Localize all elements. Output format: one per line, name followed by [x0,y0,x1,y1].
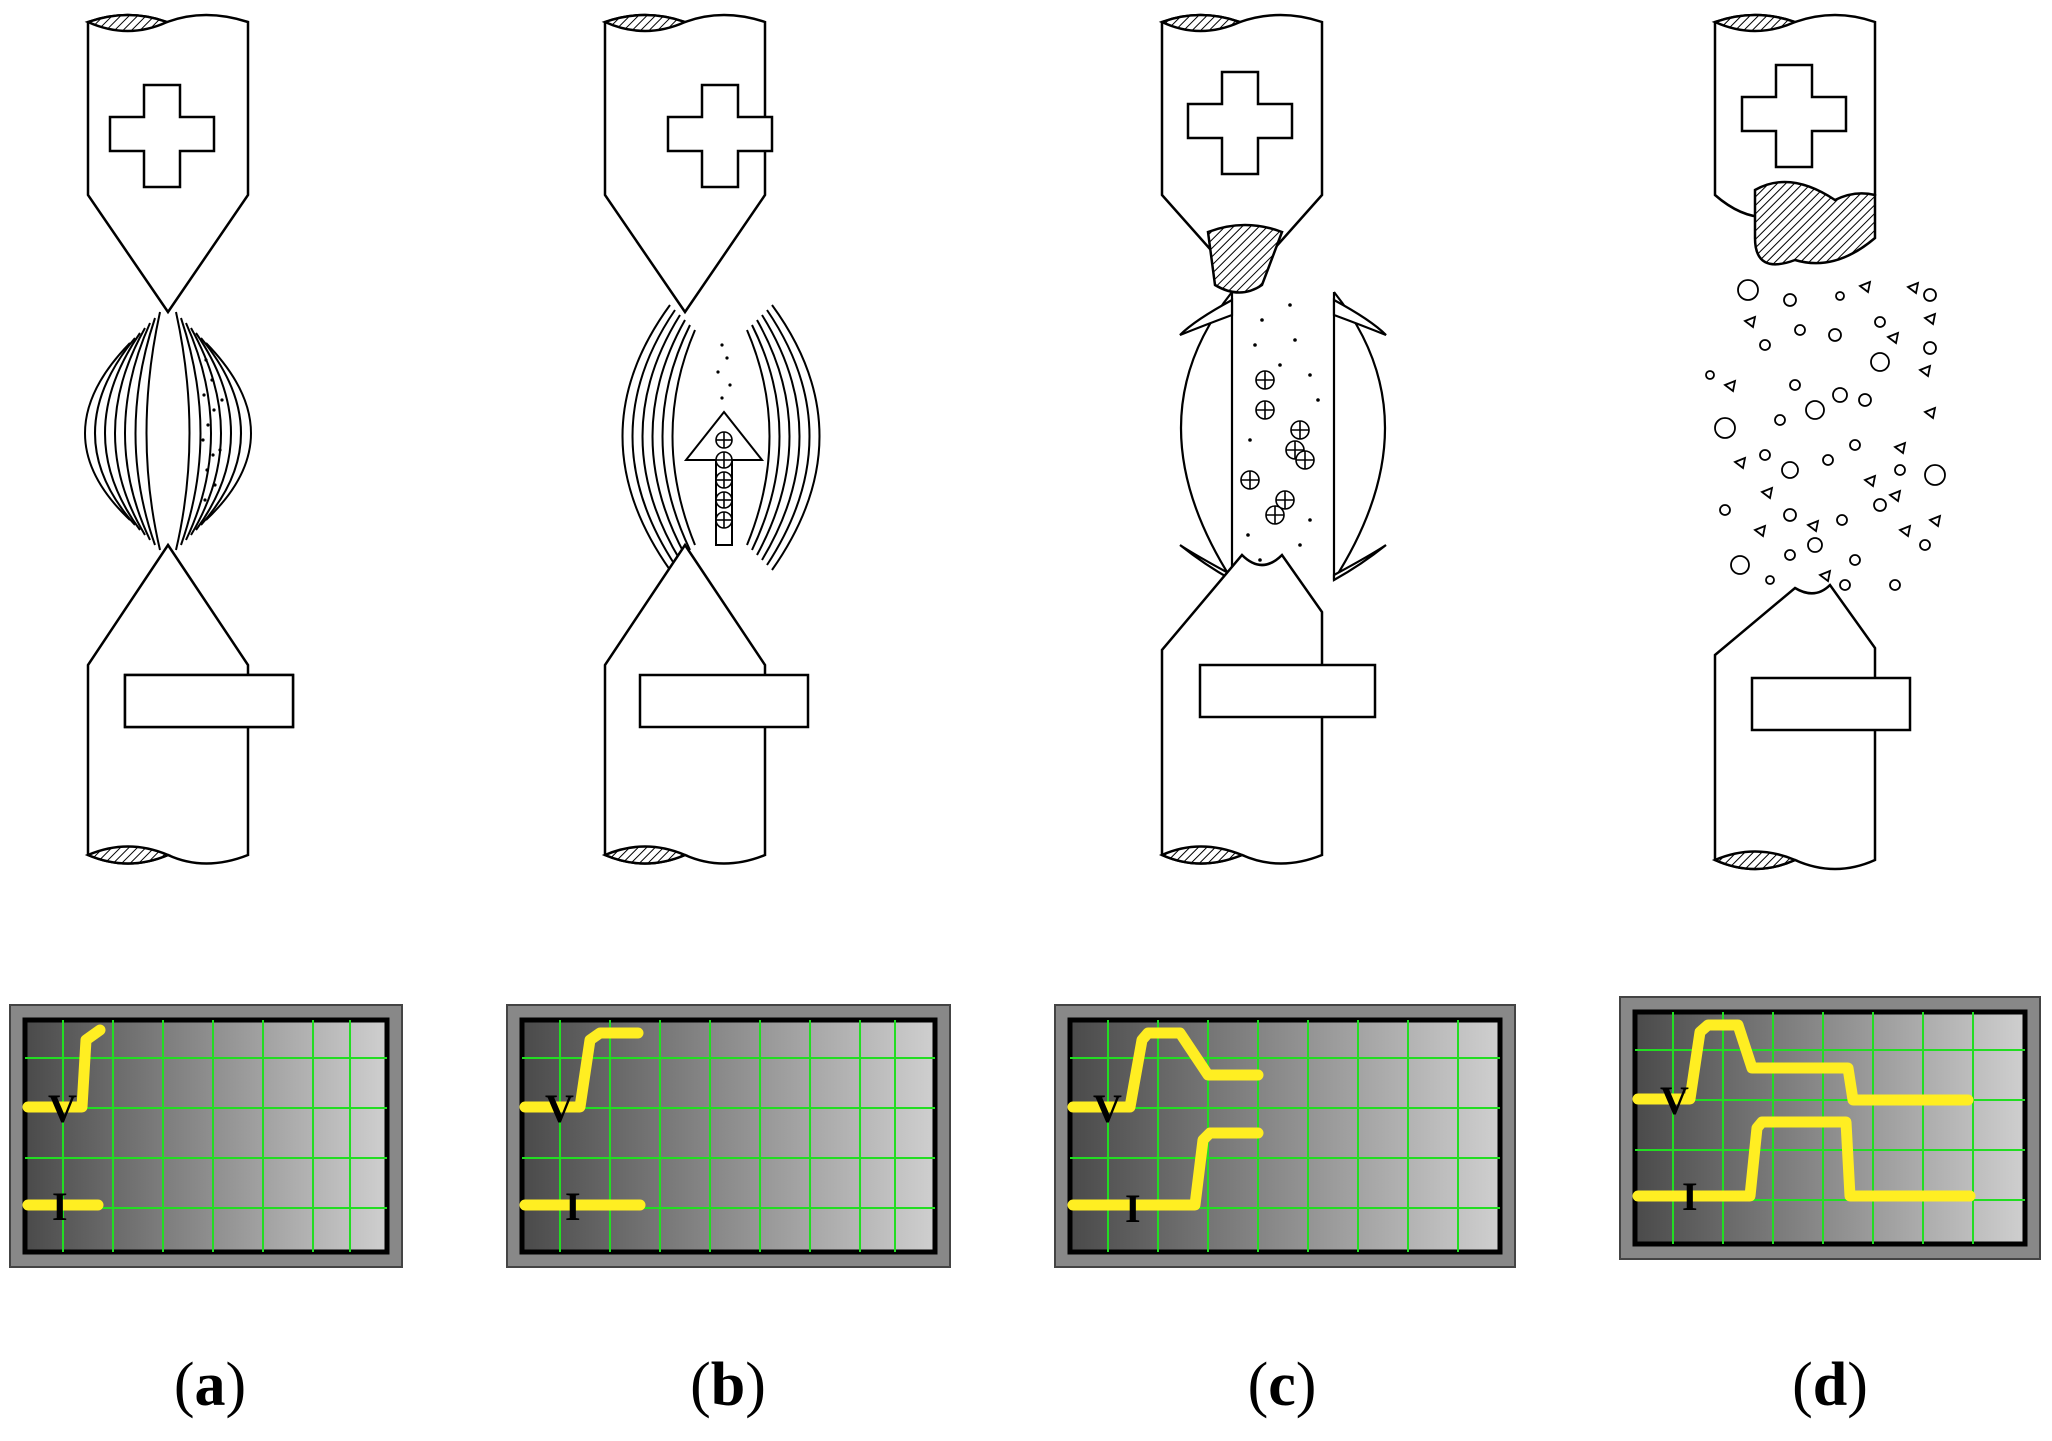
minus-symbol [123,673,295,729]
voltage-label: V [1093,1086,1122,1131]
label-close-paren: ) [1296,1351,1317,1419]
label-letter: d [1813,1351,1847,1419]
label-open-paren: ( [1792,1351,1813,1419]
charge-dots [1246,303,1320,562]
plus-symbol [666,83,774,189]
panel-label-c: (c) [1248,1351,1317,1419]
field-lines [84,311,252,551]
field-lines [621,304,821,571]
scope-c: V I [1054,1004,1516,1268]
scope-d: V I [1619,996,2041,1260]
current-label: I [52,1184,68,1229]
label-open-paren: ( [174,1351,195,1419]
plus-symbol [108,83,216,189]
current-label: I [1125,1186,1141,1231]
plasma-debris [1705,279,1946,591]
voltage-label: V [48,1086,77,1131]
plus-symbol [1186,70,1294,176]
current-label: I [1682,1174,1698,1219]
label-close-paren: ) [1847,1351,1868,1419]
scope-a: V I [9,1004,403,1268]
label-close-paren: ) [226,1351,247,1419]
panel-c [1158,13,1387,865]
label-letter: c [1268,1351,1296,1419]
current-label: I [565,1184,581,1229]
panel-label-a: (a) [174,1351,246,1419]
panel-b [601,13,821,865]
discharge-channel [1179,291,1387,582]
plus-symbol [1740,63,1848,169]
charge-dots [716,343,732,400]
panel-a [84,13,295,865]
label-open-paren: ( [690,1351,711,1419]
minus-symbol [638,673,810,729]
label-close-paren: ) [745,1351,766,1419]
panel-d [1705,13,1946,871]
voltage-label: V [545,1086,574,1131]
label-open-paren: ( [1248,1351,1269,1419]
ion-particles [1240,370,1315,525]
voltage-label: V [1660,1078,1689,1123]
ion-particles [715,431,733,529]
charge-dots [201,358,224,502]
scope-b: V I [506,1004,951,1268]
label-letter: b [711,1351,745,1419]
minus-symbol [1198,663,1377,719]
minus-symbol [1750,676,1912,732]
label-letter: a [195,1351,226,1419]
panel-label-b: (b) [690,1351,766,1419]
panel-label-d: (d) [1792,1351,1868,1419]
upper-electrode [601,13,767,315]
